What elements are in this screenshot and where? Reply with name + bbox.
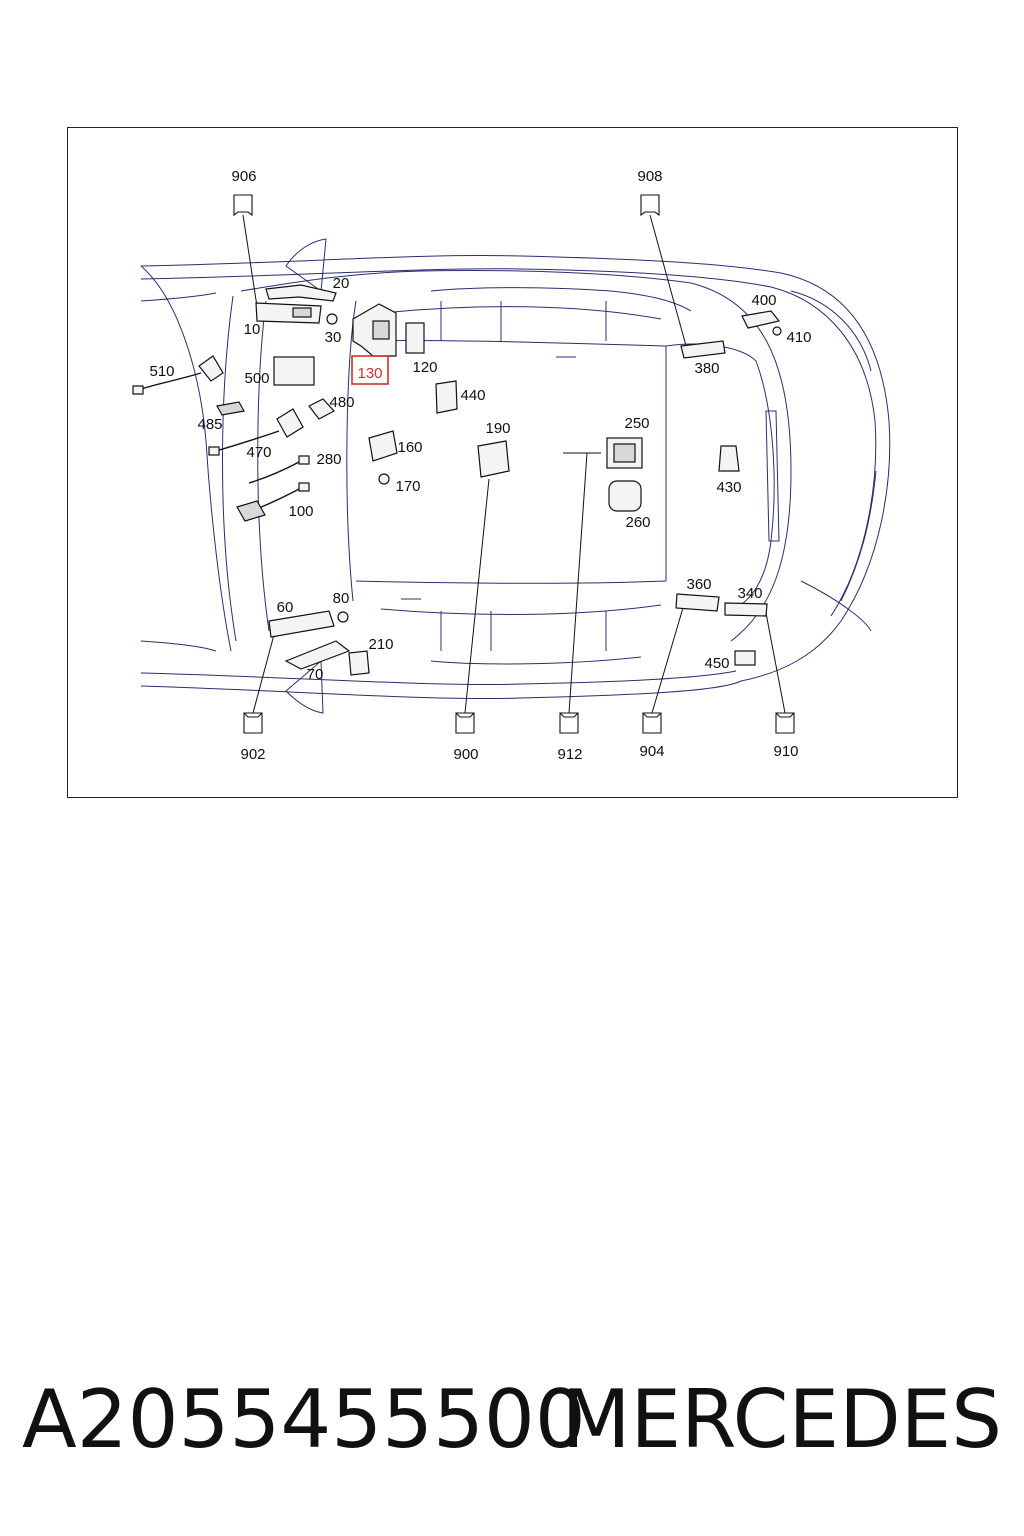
part-470-icon <box>276 408 304 438</box>
callout-906: 906 <box>231 168 256 185</box>
callout-60: 60 <box>277 599 294 616</box>
callout-912: 912 <box>557 746 582 763</box>
part-260-icon <box>608 480 642 512</box>
callout-100: 100 <box>288 503 313 520</box>
callout-130: 130 <box>357 365 382 382</box>
part-480-icon <box>308 398 335 420</box>
part-190-icon <box>477 440 510 478</box>
connector-900-icon <box>455 712 475 734</box>
connector-904-icon <box>642 712 662 734</box>
parts-diagram-frame: 906 908 20 10 30 130 120 400 410 380 510… <box>67 127 958 798</box>
callout-440: 440 <box>460 387 485 404</box>
callout-160: 160 <box>397 439 422 456</box>
callout-910: 910 <box>773 743 798 760</box>
brand-label: MERCEDES <box>561 1373 1002 1466</box>
part-170-icon <box>378 473 390 485</box>
part-80-icon <box>337 611 349 623</box>
callout-250: 250 <box>624 415 649 432</box>
connector-908-icon <box>640 194 660 217</box>
parts-diagram: 906 908 20 10 30 130 120 400 410 380 510… <box>132 168 891 763</box>
callout-430: 430 <box>716 479 741 496</box>
callout-280: 280 <box>316 451 341 468</box>
part-440-icon <box>435 380 458 414</box>
callout-510: 510 <box>149 363 174 380</box>
part-20-icon <box>265 284 337 302</box>
callout-80: 80 <box>333 590 350 607</box>
part-450-icon <box>734 650 756 666</box>
callout-10: 10 <box>244 321 261 338</box>
connector-symbols <box>233 194 795 734</box>
callout-470: 470 <box>246 444 271 461</box>
part-number-label: A2055455500 <box>22 1373 586 1466</box>
part-485-icon <box>216 401 245 416</box>
part-430-icon <box>718 445 740 472</box>
callout-labels: 906 908 20 10 30 130 120 400 410 380 510… <box>149 168 811 763</box>
connector-906-icon <box>233 194 253 217</box>
connector-902-icon <box>243 712 263 734</box>
callout-260: 260 <box>625 514 650 531</box>
part-60-icon <box>268 610 335 638</box>
part-160-icon <box>368 430 398 462</box>
part-380-icon <box>680 340 726 359</box>
callout-120: 120 <box>412 359 437 376</box>
part-210-icon <box>348 650 370 676</box>
part-100-icon <box>236 500 266 522</box>
callout-480: 480 <box>329 394 354 411</box>
callout-500: 500 <box>244 370 269 387</box>
part-360-icon <box>675 593 720 612</box>
callout-210: 210 <box>368 636 393 653</box>
highlight-box-130 <box>351 355 389 385</box>
part-410-icon <box>772 326 782 336</box>
part-500-icon <box>273 356 315 386</box>
part-340-icon <box>724 602 768 617</box>
callout-400: 400 <box>751 292 776 309</box>
callout-485: 485 <box>197 416 222 433</box>
car-body-outline <box>140 238 891 714</box>
callout-170: 170 <box>395 478 420 495</box>
callout-902: 902 <box>240 746 265 763</box>
parts-layer <box>132 284 782 676</box>
connector-910-icon <box>775 712 795 734</box>
part-280-icon <box>248 460 302 484</box>
part-70-icon <box>284 640 351 670</box>
callout-360: 360 <box>686 576 711 593</box>
callout-410: 410 <box>786 329 811 346</box>
part-120-icon <box>405 322 425 354</box>
footer-caption: A2055455500 MERCEDES <box>0 1370 1024 1470</box>
callout-70: 70 <box>307 666 324 683</box>
callout-190: 190 <box>485 420 510 437</box>
callout-908: 908 <box>637 168 662 185</box>
leader-lines <box>242 214 786 714</box>
callout-450: 450 <box>704 655 729 672</box>
callout-20: 20 <box>333 275 350 292</box>
callout-900: 900 <box>453 746 478 763</box>
connector-912-icon <box>559 712 579 734</box>
part-400-icon <box>741 310 781 329</box>
part-30-icon <box>326 313 338 325</box>
callout-30: 30 <box>325 329 342 346</box>
part-510-icon <box>198 355 224 382</box>
callout-340: 340 <box>737 585 762 602</box>
callout-904: 904 <box>639 743 664 760</box>
callout-380: 380 <box>694 360 719 377</box>
